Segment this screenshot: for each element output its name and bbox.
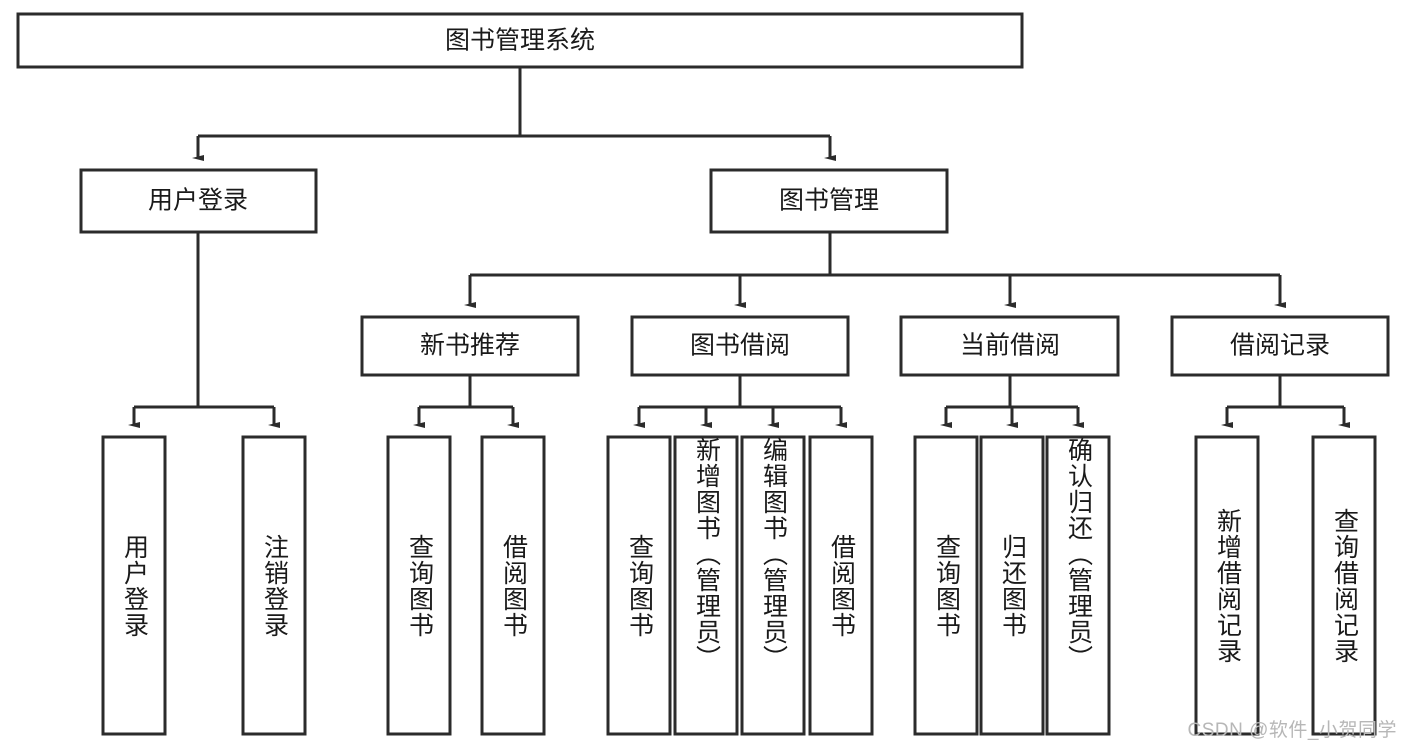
connector-currentborrow-to-leaves (940, 375, 1084, 428)
node-leaf-user-login[interactable] (101, 435, 167, 736)
node-book-borrow[interactable]: 图书借阅 (630, 315, 850, 377)
node-user-login-label: 用户登录 (148, 187, 248, 215)
node-current-borrow[interactable]: 当前借阅 (899, 315, 1120, 377)
node-leaf-query-book-3[interactable] (913, 435, 979, 736)
node-book-manage[interactable]: 图书管理 (709, 168, 949, 234)
connector-bookborrow-to-leaves (633, 375, 847, 428)
node-new-book-recommend-label: 新书推荐 (420, 332, 520, 360)
node-leaf-borrow-book-2[interactable] (808, 435, 874, 736)
node-borrow-record[interactable]: 借阅记录 (1170, 315, 1390, 377)
node-leaf-add-book[interactable] (673, 435, 739, 736)
node-book-manage-label: 图书管理 (779, 187, 879, 215)
watermark: CSDN @软件_小贺同学 (1187, 720, 1397, 741)
node-leaf-edit-book[interactable] (740, 435, 806, 736)
node-leaf-query-record[interactable] (1311, 435, 1377, 736)
node-leaf-borrow-book-1[interactable] (480, 435, 546, 736)
node-user-login[interactable]: 用户登录 (79, 168, 318, 234)
node-root-label: 图书管理系统 (445, 27, 595, 55)
connector-bookmanage-to-level3 (464, 232, 1286, 308)
connector-newbook-to-leaves (413, 375, 519, 428)
node-new-book-recommend[interactable]: 新书推荐 (360, 315, 580, 377)
node-leaf-logout-login[interactable] (241, 435, 307, 736)
node-leaf-add-record[interactable] (1194, 435, 1260, 736)
node-root[interactable]: 图书管理系统 (16, 12, 1024, 69)
connector-borrowrecord-to-leaves (1221, 375, 1350, 428)
node-leaf-query-book-2[interactable] (606, 435, 672, 736)
node-borrow-record-label: 借阅记录 (1230, 332, 1330, 360)
node-book-borrow-label: 图书借阅 (690, 332, 790, 360)
node-leaf-confirm-return[interactable] (1045, 435, 1111, 736)
node-leaf-return-book[interactable] (979, 435, 1045, 736)
connector-userlogin-to-leaves (128, 232, 280, 428)
node-leaf-query-book-1[interactable] (386, 435, 452, 736)
node-current-borrow-label: 当前借阅 (960, 332, 1060, 360)
connector-root-to-level2 (192, 67, 836, 161)
